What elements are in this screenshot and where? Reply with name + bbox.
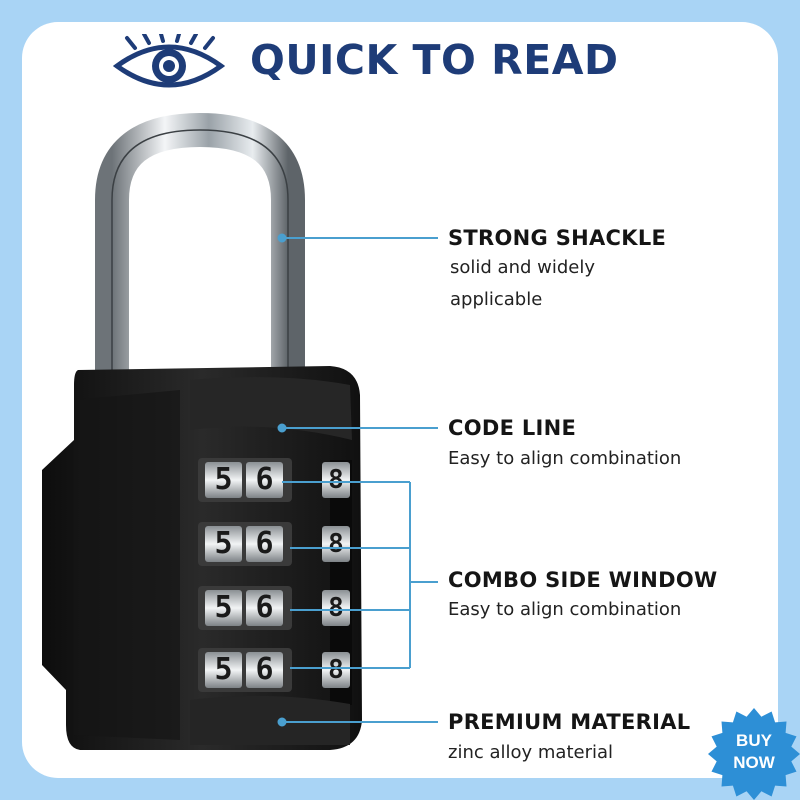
feature-desc-strong-shackle-line2: applicable bbox=[450, 289, 543, 310]
feature-desc-strong-shackle-line1: solid and widely bbox=[450, 257, 596, 278]
buy-now-label[interactable]: BUY NOW bbox=[708, 730, 800, 774]
feature-desc-code-line: Easy to align combination bbox=[448, 448, 682, 469]
side-window-wheel bbox=[322, 590, 350, 626]
dial-wheel[interactable] bbox=[246, 462, 283, 498]
dial-wheel[interactable] bbox=[205, 462, 242, 498]
feature-desc-combo-side-window: Easy to align combination bbox=[448, 599, 682, 620]
page-title: QUICK TO READ bbox=[250, 36, 619, 84]
side-window-digit: 8 bbox=[328, 655, 344, 685]
dial-wheel[interactable] bbox=[205, 590, 242, 626]
buy-now-line2: NOW bbox=[733, 753, 775, 772]
dial-digit: 6 bbox=[255, 652, 274, 687]
side-window-wheel bbox=[322, 526, 350, 562]
dial-digit: 6 bbox=[255, 462, 274, 497]
buy-now-badge[interactable] bbox=[708, 708, 800, 800]
feature-title-strong-shackle: STRONG SHACKLE bbox=[448, 226, 667, 250]
dial-digit: 5 bbox=[214, 652, 233, 687]
dial-digit: 5 bbox=[214, 526, 233, 561]
dial-digit: 5 bbox=[214, 590, 233, 625]
side-window-digit: 8 bbox=[328, 593, 344, 623]
side-window-digit: 8 bbox=[328, 465, 344, 495]
dial-wheel[interactable] bbox=[205, 652, 242, 688]
dial-wheel[interactable] bbox=[246, 590, 283, 626]
eye-icon bbox=[113, 34, 225, 88]
feature-desc-premium-material: zinc alloy material bbox=[448, 742, 614, 763]
buy-now-line1: BUY bbox=[736, 731, 772, 750]
dial-digit: 5 bbox=[214, 462, 233, 497]
feature-title-code-line: CODE LINE bbox=[448, 416, 577, 440]
feature-title-combo-side-window: COMBO SIDE WINDOW bbox=[448, 568, 718, 592]
dial-wheel[interactable] bbox=[246, 526, 283, 562]
side-window-wheel bbox=[322, 652, 350, 688]
side-window-wheel bbox=[322, 462, 350, 498]
feature-title-premium-material: PREMIUM MATERIAL bbox=[448, 710, 691, 734]
dial-digit: 6 bbox=[255, 590, 274, 625]
dial-wheel[interactable] bbox=[205, 526, 242, 562]
side-window-digit: 8 bbox=[328, 529, 344, 559]
dial-wheel[interactable] bbox=[246, 652, 283, 688]
dial-digit: 6 bbox=[255, 526, 274, 561]
